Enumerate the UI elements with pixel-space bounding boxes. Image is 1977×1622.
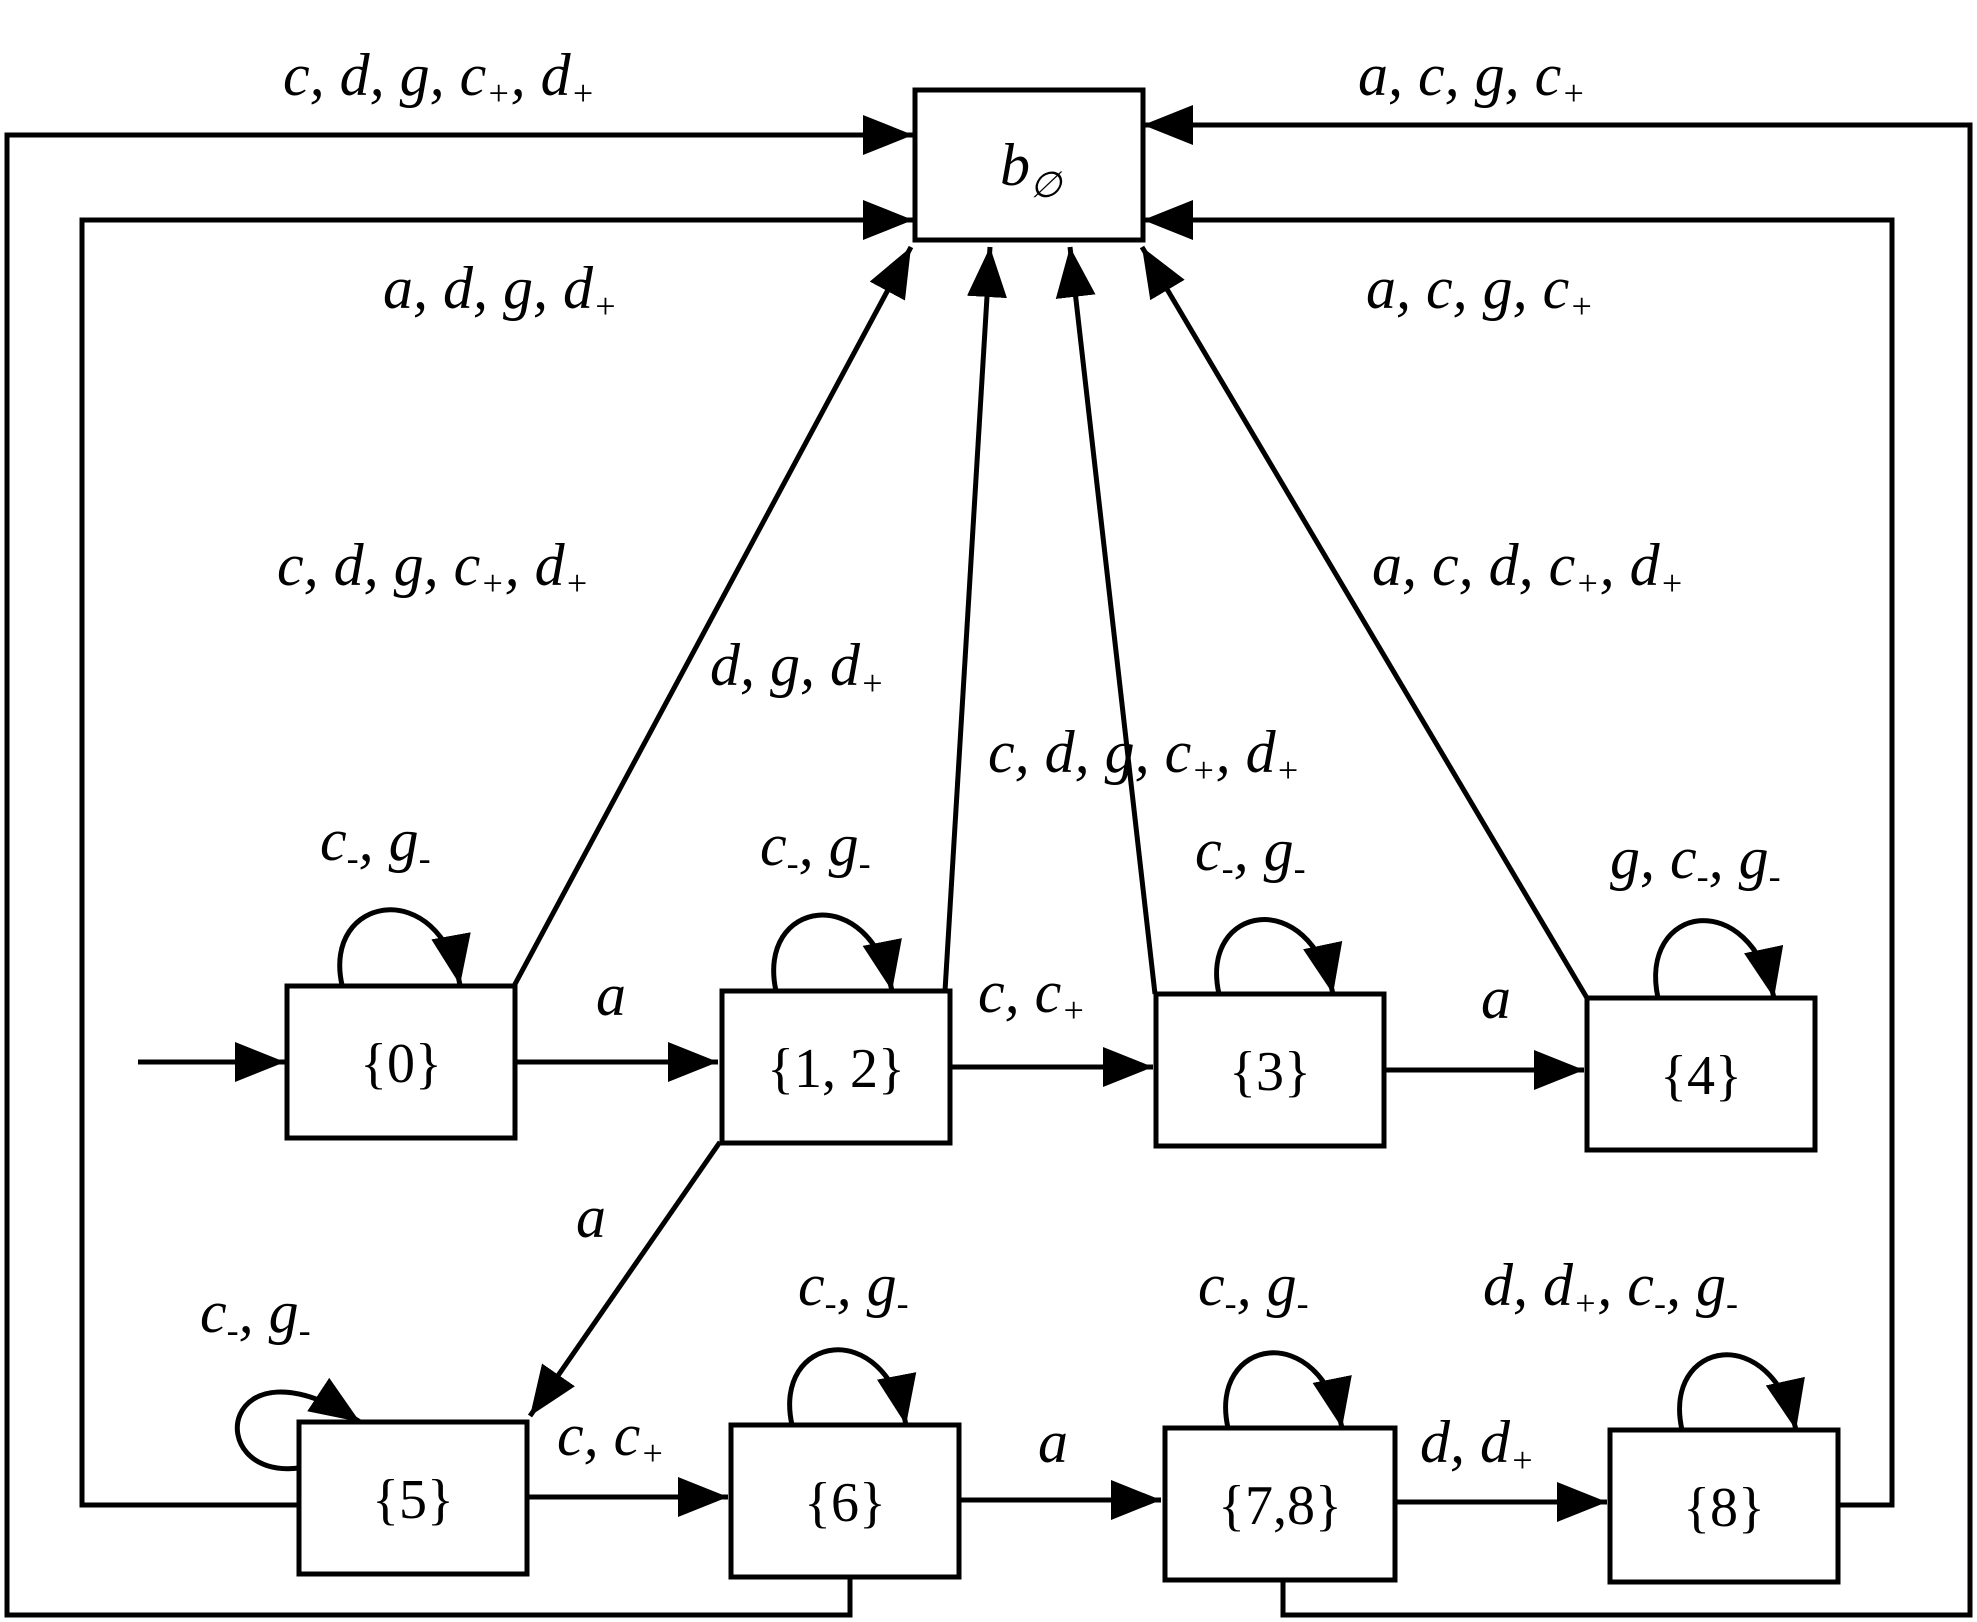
node-n8-label: {8} (1683, 1477, 1765, 1539)
label-n12-to-n3: c, c+ (978, 959, 1086, 1030)
node-n0-label: {0} (360, 1033, 442, 1095)
edge-n12-to-trap (942, 246, 1007, 992)
node-n3-label: {3} (1229, 1041, 1311, 1103)
node-n12-label: {1, 2} (767, 1038, 905, 1100)
node-n8: {8} (1607, 1427, 1841, 1585)
self-loop-n6 (787, 1347, 917, 1426)
edge-n12-to-n5 (527, 1140, 723, 1418)
self-loop-n78 (1223, 1350, 1352, 1429)
edge-n6-outer-to-trap (4, 115, 913, 1618)
self-loop-n4 (1653, 918, 1784, 999)
edge-n0-to-trap (511, 245, 914, 988)
node-n3: {3} (1153, 991, 1387, 1149)
label-n78-to-n8: d, d+ (1420, 1409, 1534, 1480)
label-n0-to-n12: a (596, 962, 626, 1028)
self-loop-n8 (1677, 1352, 1805, 1431)
label-loop-n3: c-, g- (1195, 817, 1306, 888)
node-n4-label: {4} (1660, 1045, 1742, 1107)
label-n5-outer-to-trap: c, d, g, c+, d+ (283, 42, 595, 113)
label-n8-inner-to-trap: a, c, g, c+ (1366, 255, 1594, 326)
label-n6-to-n78: a (1038, 1409, 1068, 1475)
label-loop-n12: c-, g- (760, 812, 871, 883)
node-n4: {4} (1584, 995, 1818, 1153)
label-n5-to-n6: c, c+ (557, 1402, 665, 1473)
self-loop-n3 (1214, 917, 1343, 995)
edge-n3-to-trap (1055, 246, 1158, 995)
edge-n5-inner-to-trap (79, 200, 913, 1508)
label-n4-to-trap: a, c, d, c+, d+ (1372, 532, 1684, 603)
node-trap: b∅ (912, 87, 1146, 243)
node-trap-base: b (1000, 132, 1030, 198)
self-loop-n12 (771, 912, 902, 992)
label-loop-n5: c-, g- (200, 1279, 311, 1350)
node-n0: {0} (284, 983, 518, 1141)
label-loop-n6: c-, g- (798, 1252, 909, 1323)
label-n5-inner-to-trap: a, d, g, d+ (383, 255, 617, 326)
label-n12-to-trap: d, g, d+ (710, 632, 884, 703)
node-trap-sub: ∅ (1030, 165, 1063, 205)
label-loop-n0: c-, g- (320, 807, 431, 878)
label-n3-to-n4: a (1481, 965, 1511, 1031)
node-n78: {7,8} (1162, 1425, 1398, 1583)
label-n0-to-trap: c, d, g, c+, d+ (277, 532, 589, 603)
node-n6: {6} (728, 1422, 962, 1580)
node-n6-label: {6} (804, 1472, 886, 1534)
svg-text:b∅: b∅ (1000, 132, 1063, 205)
label-n3-to-trap: c, d, g, c+, d+ (988, 719, 1300, 790)
label-loop-n78: c-, g- (1198, 1252, 1309, 1323)
self-loop-n0 (337, 907, 471, 986)
edge-n8-inner-to-trap (1143, 200, 1895, 1508)
self-loop-n5 (234, 1377, 362, 1472)
node-n78-label: {7,8} (1218, 1475, 1342, 1537)
node-n12: {1, 2} (719, 988, 953, 1146)
label-loop-n8: d, d+, c-, g- (1483, 1252, 1738, 1323)
label-loop-n4: g, c-, g- (1610, 825, 1781, 896)
edge-n4-to-trap (1139, 245, 1590, 1000)
node-n5: {5} (296, 1419, 530, 1577)
edge-n78-outer-to-trap (1143, 105, 1973, 1618)
label-n12-to-n5: a (576, 1184, 606, 1250)
label-n8-outer-to-trap: a, c, g, c+ (1358, 42, 1586, 113)
node-n5-label: {5} (372, 1469, 454, 1531)
